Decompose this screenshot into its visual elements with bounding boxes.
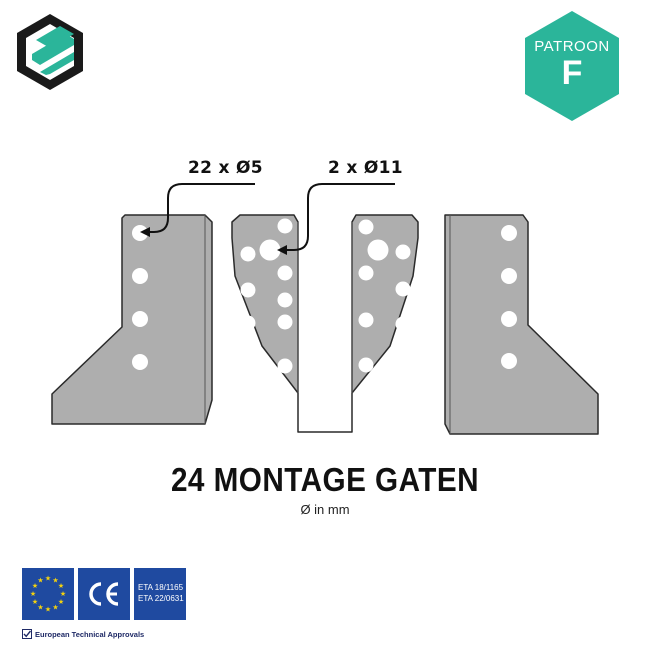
small-holes-callout: 22 x Ø5 [188, 158, 263, 178]
eta-numbers: ETA 18/1165 ETA 22/0631 [134, 568, 186, 620]
hole [277, 358, 293, 374]
approval-text: European Technical Approvals [35, 629, 145, 639]
svg-text:★: ★ [60, 590, 66, 598]
large-holes-leader [283, 183, 395, 251]
units-note: Ø in mm [300, 502, 350, 517]
hole [132, 225, 148, 241]
svg-text:★: ★ [37, 577, 43, 585]
hole [132, 311, 148, 327]
svg-text:★: ★ [37, 604, 43, 612]
svg-text:★: ★ [32, 582, 38, 590]
svg-text:★: ★ [30, 590, 36, 598]
left-plate [51, 214, 213, 425]
hole [277, 218, 293, 234]
hole [501, 225, 517, 241]
hole [277, 265, 293, 281]
hole [358, 219, 374, 235]
hole [358, 265, 374, 281]
badge-label: PATROON [534, 38, 610, 55]
hole [395, 281, 411, 297]
arrow-head-icon [140, 227, 150, 237]
svg-text:★: ★ [45, 575, 51, 583]
small-holes-leader [146, 183, 255, 233]
svg-text:★: ★ [45, 606, 51, 614]
hexagon-shape [525, 11, 619, 121]
badge-letter: F [561, 54, 583, 92]
ce-mark-icon [78, 568, 130, 620]
pattern-badge: PATROON F [522, 10, 622, 122]
checkbox-check-icon [22, 629, 32, 639]
svg-text:★: ★ [58, 598, 64, 606]
hole [501, 268, 517, 284]
certification-block: ★ ★ ★ ★ ★ ★ ★ ★ ★ ★ ★ ★ ETA 18/1165 ETA … [22, 568, 197, 643]
eu-flag-icon: ★ ★ ★ ★ ★ ★ ★ ★ ★ ★ ★ ★ [22, 568, 74, 620]
hole [132, 268, 148, 284]
arrow-head-icon [277, 245, 287, 255]
holes-count-title: 24 MONTAGE GATEN [170, 461, 480, 498]
hole [395, 244, 411, 260]
approval-line: European Technical Approvals [22, 627, 144, 641]
svg-text:★: ★ [32, 598, 38, 606]
hole-large [367, 239, 389, 261]
svg-text:★: ★ [58, 582, 64, 590]
hole [358, 357, 374, 373]
hole [240, 246, 256, 262]
eta-number: ETA 22/0631 [138, 594, 184, 603]
svg-text:★: ★ [52, 577, 58, 585]
svg-text:★: ★ [52, 604, 58, 612]
hole [240, 282, 256, 298]
hole [358, 312, 374, 328]
hole [240, 315, 256, 331]
hole [501, 353, 517, 369]
hole [132, 354, 148, 370]
bracket-diagram [51, 183, 599, 435]
hole [501, 311, 517, 327]
hole-large [259, 239, 281, 261]
hole [395, 316, 411, 332]
hole [277, 292, 293, 308]
hole [277, 314, 293, 330]
brand-logo-icon [17, 14, 83, 90]
right-plate [444, 214, 599, 435]
eta-number: ETA 18/1165 [138, 583, 184, 592]
large-holes-callout: 2 x Ø11 [328, 158, 403, 178]
